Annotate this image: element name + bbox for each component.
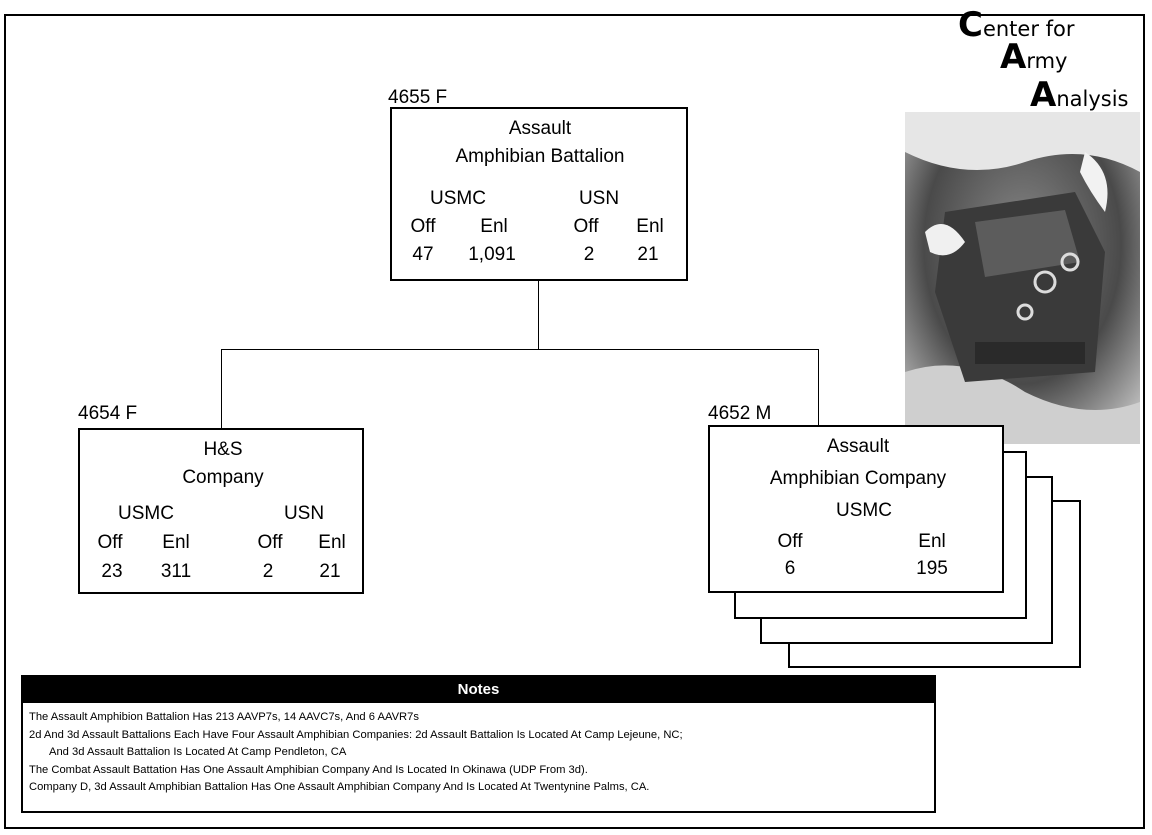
- battalion-usmc-enl: 1,091: [468, 244, 516, 265]
- hs-company-usmc-enl-label: Enl: [162, 532, 190, 553]
- amphibious-vehicle-photo: [905, 112, 1140, 444]
- hs-company-usmc-off-label: Off: [97, 532, 123, 553]
- battalion-usmc-label: USMC: [430, 188, 486, 209]
- battalion-usn-off-label: Off: [573, 216, 599, 237]
- aa-company-box: Assault Amphibian Company USMC Off Enl 6…: [708, 425, 1004, 593]
- aa-company-off: 6: [784, 558, 796, 579]
- hs-company-usmc-off: 23: [101, 561, 123, 582]
- note-line: The Combat Assault Battation Has One Ass…: [29, 763, 588, 776]
- battalion-box: Assault Amphibian Battalion USMC USN Off…: [390, 107, 688, 281]
- aa-company-off-label: Off: [777, 531, 803, 552]
- hs-company-title-2: Company: [182, 467, 264, 488]
- battalion-usmc-off: 47: [412, 244, 434, 265]
- battalion-usn-enl: 21: [637, 244, 659, 265]
- battalion-usmc-enl-label: Enl: [480, 216, 508, 237]
- note-line: And 3d Assault Battalion Is Located At C…: [49, 746, 347, 758]
- logo-line-center: Center for: [958, 5, 1075, 45]
- battalion-title-2: Amphibian Battalion: [455, 146, 625, 167]
- aa-company-title-1: Assault: [826, 436, 890, 457]
- aa-company-code: 4652 M: [708, 403, 772, 424]
- battalion-code: 4655 F: [388, 87, 448, 108]
- hs-company-usn-off: 2: [262, 561, 274, 582]
- connector-to-hs: [221, 349, 222, 428]
- hs-company-usn-enl-label: Enl: [318, 532, 346, 553]
- note-line: Company D, 3d Assault Amphibian Battalio…: [29, 781, 650, 793]
- note-line: The Assault Amphibion Battalion Has 213 …: [29, 711, 419, 723]
- hs-company-box: H&S Company USMC USN Off Enl Off Enl 23 …: [78, 428, 364, 594]
- aa-company-title-2: Amphibian Company: [769, 468, 947, 489]
- hs-company-usn-label: USN: [283, 503, 325, 524]
- battalion-usmc-off-label: Off: [410, 216, 436, 237]
- logo-line-army: Army: [1000, 37, 1068, 77]
- notes-panel: Notes The Assault Amphibion Battalion Ha…: [21, 675, 936, 813]
- hs-company-usmc-enl: 311: [160, 561, 192, 582]
- aa-company-usmc-label: USMC: [836, 500, 892, 521]
- notes-header: Notes: [23, 677, 934, 703]
- hs-company-title-1: H&S: [203, 439, 243, 460]
- battalion-usn-enl-label: Enl: [636, 216, 664, 237]
- hs-company-usmc-label: USMC: [118, 503, 174, 524]
- battalion-usn-off: 2: [583, 244, 595, 265]
- connector-to-aa: [818, 349, 819, 425]
- aa-company-enl: 195: [916, 558, 948, 579]
- chart-frame: [4, 14, 1145, 829]
- notes-body: The Assault Amphibion Battalion Has 213 …: [23, 703, 934, 797]
- hs-company-usn-enl: 21: [319, 561, 341, 582]
- battalion-usn-label: USN: [578, 188, 620, 209]
- note-line: 2d And 3d Assault Battalions Each Have F…: [29, 728, 683, 741]
- aa-company-enl-label: Enl: [918, 531, 946, 552]
- hs-company-code: 4654 F: [78, 403, 138, 424]
- connector-horizontal: [221, 349, 818, 350]
- connector-battalion-down: [538, 281, 539, 349]
- logo-line-analysis: Analysis: [1030, 75, 1129, 115]
- battalion-title-1: Assault: [508, 118, 572, 139]
- hs-company-usn-off-label: Off: [257, 532, 283, 553]
